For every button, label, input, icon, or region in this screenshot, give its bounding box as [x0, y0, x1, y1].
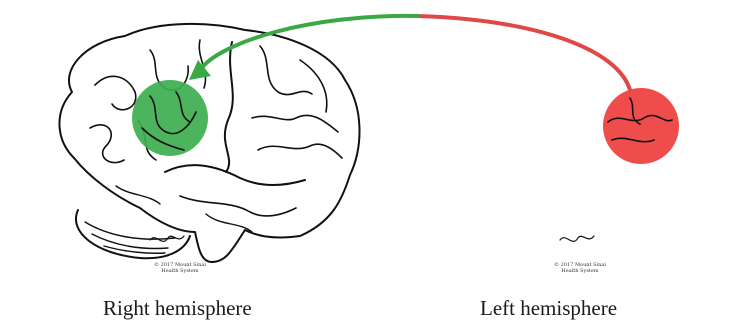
copyright-left-line2: Health System: [161, 268, 199, 274]
copyright-right-line2: Health System: [561, 268, 599, 274]
green-region: [132, 80, 208, 156]
right-hemisphere-label: Right hemisphere: [103, 296, 252, 321]
arrow-red-segment: [418, 16, 630, 90]
copyright-right-line1: © 2017 Mount Sinai: [554, 261, 606, 268]
left-signature: [560, 236, 594, 241]
left-hemisphere-label: Left hemisphere: [480, 296, 617, 321]
copyright-left-line1: © 2017 Mount Sinai: [154, 261, 206, 268]
red-region: [603, 88, 679, 164]
